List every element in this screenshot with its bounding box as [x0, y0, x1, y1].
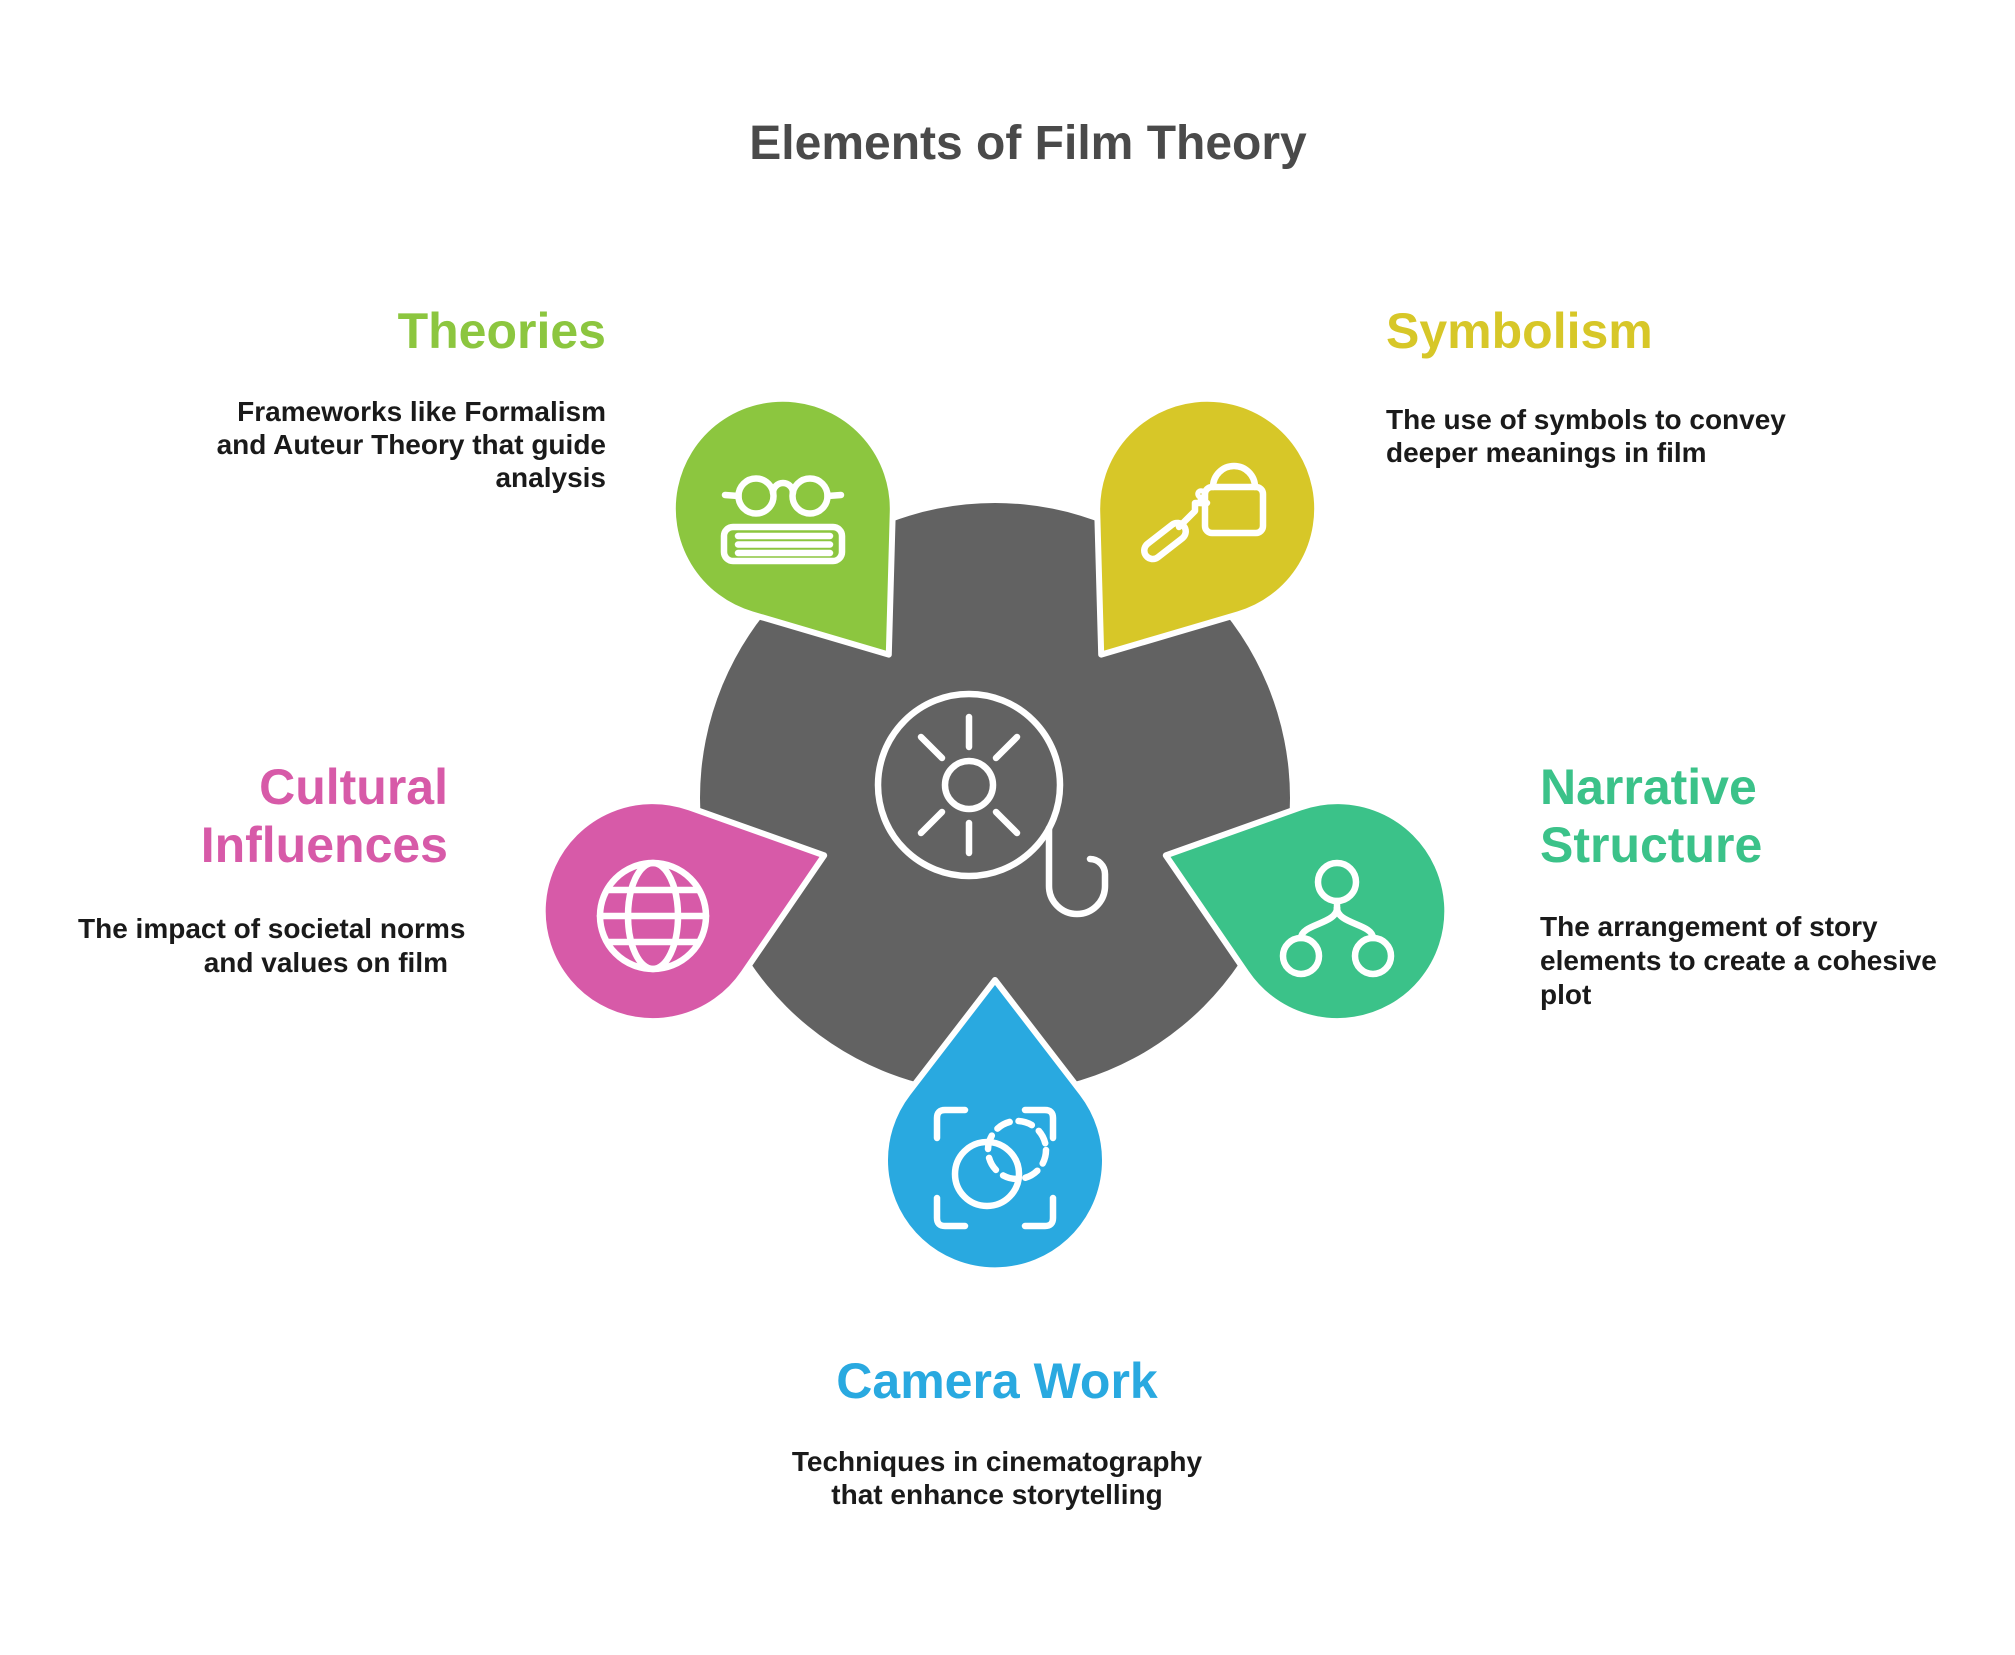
theories-description: Frameworks like Formalism and Auteur The…: [216, 396, 606, 493]
focus-frame-icon: [933, 1106, 1057, 1230]
glasses-book-icon: [720, 475, 846, 565]
cultural-influences-description: The impact of societal norms and values …: [78, 913, 466, 978]
theories-heading: Theories: [397, 303, 606, 359]
hub-circle: [700, 503, 1290, 1093]
camera-work-heading: Camera Work: [836, 1353, 1158, 1409]
symbolism-description: The use of symbols to convey deeper mean…: [1386, 404, 1786, 468]
petal-narrative-structure: [1162, 798, 1451, 1025]
page-title: Elements of Film Theory: [749, 117, 1307, 170]
symbolism-heading: Symbolism: [1386, 303, 1653, 359]
narrative-structure-description: The arrangement of story elements to cre…: [1540, 911, 1937, 1010]
film-reel-icon: [874, 690, 1109, 918]
petal-cultural-influences: [539, 798, 828, 1025]
narrative-structure-heading: Narrative Structure: [1540, 759, 1763, 873]
globe-icon: [596, 859, 710, 973]
lock-key-icon: [1141, 462, 1267, 563]
camera-work-description: Techniques in cinematography that enhanc…: [791, 1446, 1203, 1510]
hierarchy-icon: [1279, 859, 1395, 978]
cultural-influences-heading: Cultural Influences: [200, 759, 448, 873]
